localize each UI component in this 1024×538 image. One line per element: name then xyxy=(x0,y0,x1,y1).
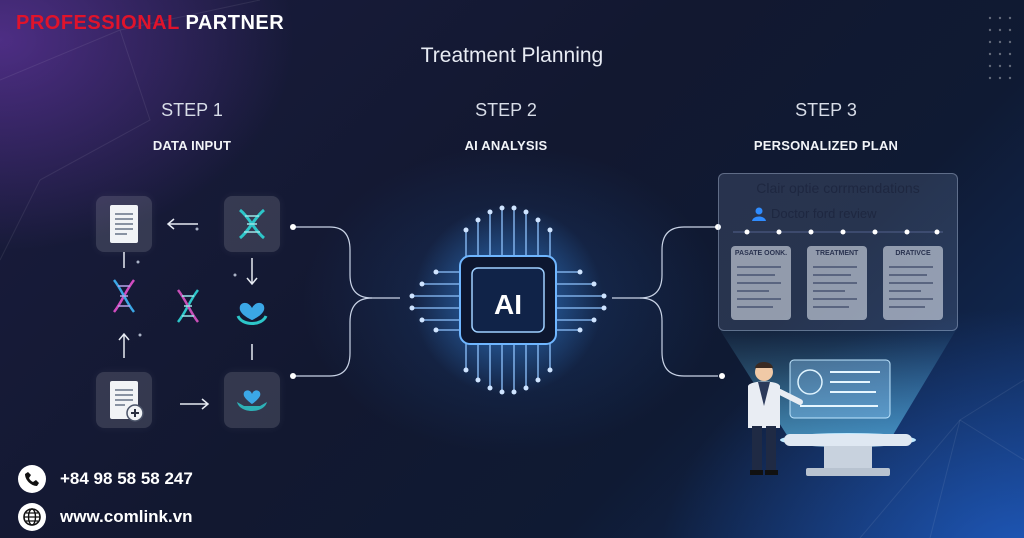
dna-icon xyxy=(239,208,265,240)
dna-icon xyxy=(177,289,199,323)
hand-heart-icon xyxy=(237,390,267,411)
brand-part2: PARTNER xyxy=(185,12,285,34)
phone-icon xyxy=(18,465,46,493)
plan-card: PASATE OONK. xyxy=(731,246,791,320)
step-1-label: STEP 1 xyxy=(161,100,223,120)
brand-part1: PROFESSIONAL xyxy=(16,12,180,34)
ai-chip-label: AI xyxy=(494,289,522,320)
doctor-figure-icon xyxy=(748,362,803,475)
document-tile xyxy=(96,196,152,252)
step-2-name: AI ANALYSIS xyxy=(464,138,548,153)
panel-divider xyxy=(733,229,943,235)
plan-card: DRATIVCE xyxy=(883,246,943,320)
globe-icon xyxy=(18,503,46,531)
plan-card: TREATMENT xyxy=(807,246,867,320)
doctor-review-icon xyxy=(752,207,766,221)
hologram-screen-icon xyxy=(789,359,891,419)
step-1-name: DATA INPUT xyxy=(152,138,232,153)
diagram-title: Treatment Planning xyxy=(420,44,604,67)
dna-tile xyxy=(224,196,280,252)
dna-icon xyxy=(113,279,135,313)
plan-card-title: TREATMENT xyxy=(815,250,859,257)
phone-number: +84 98 58 58 247 xyxy=(60,469,193,488)
ai-chip-icon xyxy=(409,205,607,395)
add-document-tile xyxy=(96,372,152,428)
recommendation-panel: Clair optie corrmendations Doctor ford r… xyxy=(718,173,958,331)
hand-heart-tile xyxy=(224,372,280,428)
step-3-name: PERSONALIZED PLAN xyxy=(753,138,899,153)
plus-badge-icon xyxy=(126,404,144,422)
doctor-review-text: Doctor ford review xyxy=(771,206,877,221)
plan-card-title: DRATIVCE xyxy=(895,250,931,257)
heart-hands-icon xyxy=(236,302,268,325)
hologram-scene xyxy=(720,330,956,476)
plan-card-title: PASATE OONK. xyxy=(734,250,788,257)
brand-logo: PROFESSIONAL PARTNER xyxy=(16,12,284,35)
panel-heading: Clair optie corrmendations xyxy=(756,180,920,196)
website-url: www.comlink.vn xyxy=(60,507,193,526)
step-3-label: STEP 3 xyxy=(795,100,857,120)
step-2-label: STEP 2 xyxy=(475,100,537,120)
document-icon xyxy=(110,205,138,243)
